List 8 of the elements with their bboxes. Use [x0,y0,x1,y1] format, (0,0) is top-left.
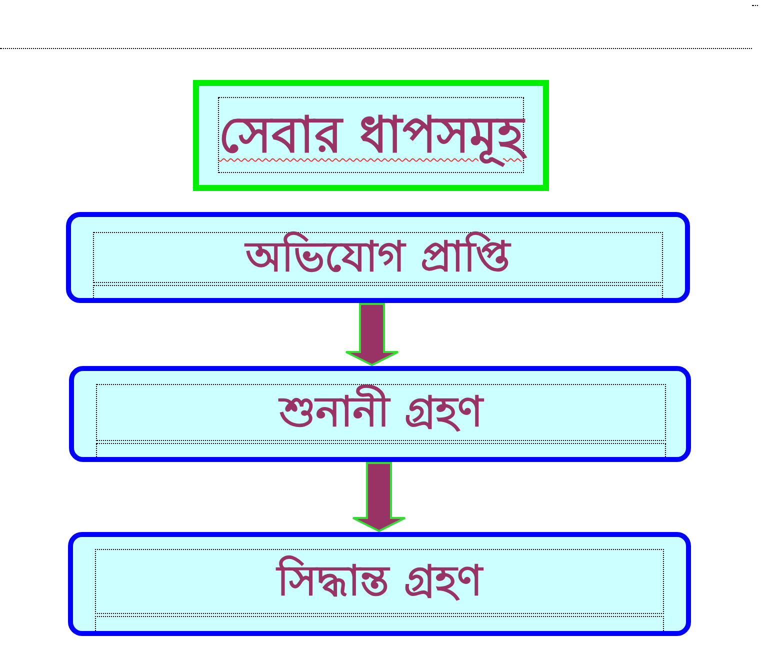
step-label: সিদ্ধান্ত গ্রহণ [95,549,664,614]
process-box [69,366,691,462]
step-label: শুনানী গ্রহণ [96,384,666,441]
process-box [68,532,691,636]
block-arrow [352,462,406,532]
block-arrow [345,303,399,366]
step-label: অভিযোগ প্রাপ্তি [93,232,663,283]
process-box [66,212,690,303]
